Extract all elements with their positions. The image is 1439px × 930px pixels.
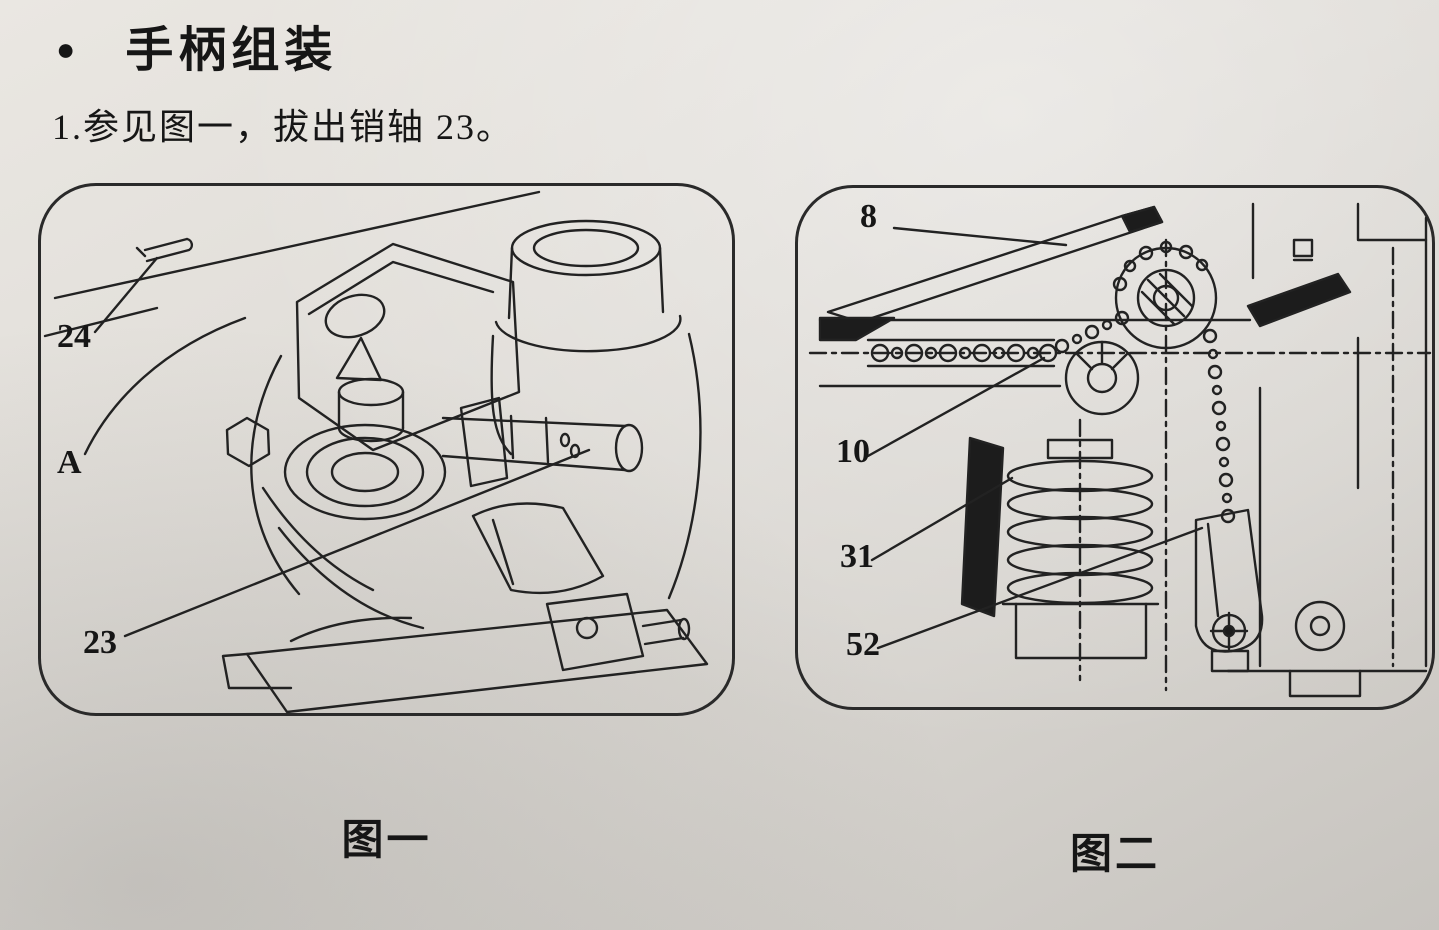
- section-heading: ● 手柄组装: [56, 10, 337, 80]
- figure2-label-31: 31: [840, 538, 874, 575]
- figure2-label-52: 52: [846, 626, 880, 663]
- figure1-caption: 图一: [341, 818, 432, 864]
- figure-1: 24 A 23: [38, 183, 735, 716]
- figure2-label-8: 8: [860, 198, 877, 235]
- bullet-icon: ●: [56, 31, 76, 67]
- figure2-label-10: 10: [836, 433, 870, 470]
- figure2-drawing: [808, 202, 1432, 698]
- section-title: 手柄组装: [125, 24, 338, 77]
- figure1-label-23: 23: [83, 624, 117, 661]
- figure1-label-A: A: [57, 444, 82, 481]
- figure-2: 8 10 31 52: [795, 185, 1435, 710]
- figure1-label-24: 24: [57, 318, 91, 355]
- step-1-text: 1.参见图一，拔出销轴 23。: [52, 107, 515, 147]
- figure2-caption: 图二: [1069, 832, 1160, 878]
- figure1-drawing: [43, 190, 709, 714]
